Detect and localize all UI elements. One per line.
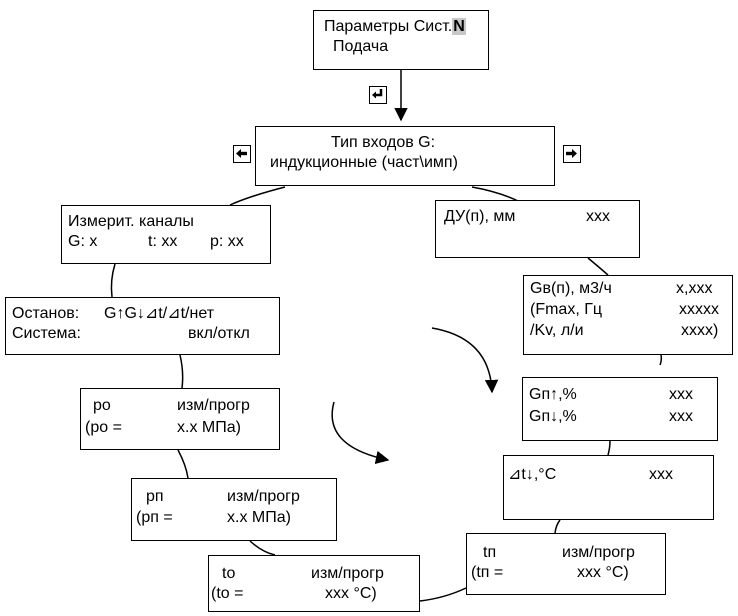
du-label: ДУ(п), мм [444, 208, 516, 225]
pp-name: рп [146, 488, 164, 505]
flow-settings-box[interactable]: Gв(п), м3/ч x,xxx (Fmax, Гц xxxxx /Kv, л… [523, 275, 733, 355]
delta-t-box[interactable]: ⊿t↓,°C xxx [503, 455, 714, 520]
channels-g-count: G: x [68, 233, 98, 250]
to-eq: (to = [211, 585, 244, 602]
po-name: ро [93, 397, 111, 414]
channels-t-count: t: xx [148, 233, 178, 250]
connector-pp-to [249, 540, 276, 556]
system-label: Система: [12, 325, 81, 342]
gp-down-label: Gп↓,% [529, 408, 577, 425]
channels-p-count: p: xx [210, 233, 244, 250]
dt-value: xxx [649, 466, 673, 483]
input-type-box[interactable]: Тип входов G: индукционные (част\имп) [255, 126, 555, 186]
po-value: х.х МПа) [177, 419, 241, 436]
stop-value: G↑G↓⊿t/⊿t/нет [104, 305, 215, 322]
po-eq: (ро = [85, 419, 122, 436]
measurement-channels-box[interactable]: Измерит. каналы G: x t: xx p: xx [61, 205, 271, 264]
kv-value: xxxx) [681, 322, 719, 339]
supply-pressure-box[interactable]: рп изм/прогр (рп = х.х МПа) [131, 478, 337, 541]
to-name: to [222, 565, 236, 582]
fmax-label: (Fmax, Гц [530, 301, 603, 318]
tp-name: tп [483, 544, 497, 561]
input-type-value: индукционные (част\имп) [270, 154, 458, 171]
connector-channels-stop [110, 263, 116, 298]
tp-eq: (tп = [471, 564, 504, 581]
connector-gp-gv [659, 354, 663, 366]
pp-value: х.х МПа) [227, 509, 291, 526]
pp-eq: (рп = [136, 509, 173, 526]
system-value: вкл/откл [188, 325, 250, 342]
pp-mode: изм/прогр [227, 488, 300, 505]
connector-to-tp [419, 587, 467, 602]
cycle-arrow-right [431, 327, 499, 394]
fmax-value: xxxxx [679, 301, 719, 318]
gv-value: x,xxx [676, 280, 713, 297]
right-arrow-key-icon[interactable] [563, 145, 581, 163]
connector-po-pp [177, 449, 189, 479]
return-pressure-box[interactable]: ро изм/прогр (ро = х.х МПа) [80, 388, 280, 450]
to-mode: изм/прогр [311, 565, 384, 582]
connector-du-gv [587, 257, 609, 276]
kv-label: /Kv, л/и [530, 322, 584, 339]
return-temperature-box[interactable]: to изм/прогр (to = xxx °C) [208, 555, 420, 612]
to-value: xxx °C) [325, 585, 377, 602]
du-value: xxx [586, 208, 610, 225]
system-number-indicator: N [452, 18, 466, 35]
cycle-arrow-left [331, 401, 390, 465]
po-mode: изм/прогр [177, 397, 250, 414]
gp-up-value: xxx [669, 386, 693, 403]
system-parameters-box[interactable]: Параметры Сист.N Подача [313, 10, 489, 70]
connector-dt-gp [607, 440, 611, 456]
nominal-diameter-box[interactable]: ДУ(п), мм xxx [435, 200, 640, 258]
channels-title: Измерит. каналы [68, 213, 194, 230]
system-parameters-title: Параметры Сист. [324, 18, 453, 35]
stop-mode-box[interactable]: Останов: G↑G↓⊿t/⊿t/нет Система: вкл/откл [5, 297, 280, 355]
supply-label: Подача [333, 38, 389, 55]
supply-temperature-box[interactable]: tп изм/прогр (tп = xxx °C) [466, 533, 666, 595]
gp-up-label: Gп↑,% [529, 386, 577, 403]
gv-label: Gв(п), м3/ч [530, 280, 612, 297]
enter-key-icon[interactable] [369, 86, 387, 104]
connector-stop-po [179, 354, 184, 389]
stop-label: Останов: [12, 305, 80, 322]
input-type-title: Тип входов G: [331, 134, 436, 151]
tp-mode: изм/прогр [562, 544, 635, 561]
connector-tp-dt [554, 519, 561, 534]
connector-input-channels [229, 186, 286, 206]
tp-value: xxx °C) [577, 564, 629, 581]
gp-down-value: xxx [669, 408, 693, 425]
dt-label: ⊿t↓,°C [508, 466, 557, 483]
flow-threshold-box[interactable]: Gп↑,% xxx Gп↓,% xxx [522, 377, 718, 441]
left-arrow-key-icon[interactable] [233, 145, 251, 163]
